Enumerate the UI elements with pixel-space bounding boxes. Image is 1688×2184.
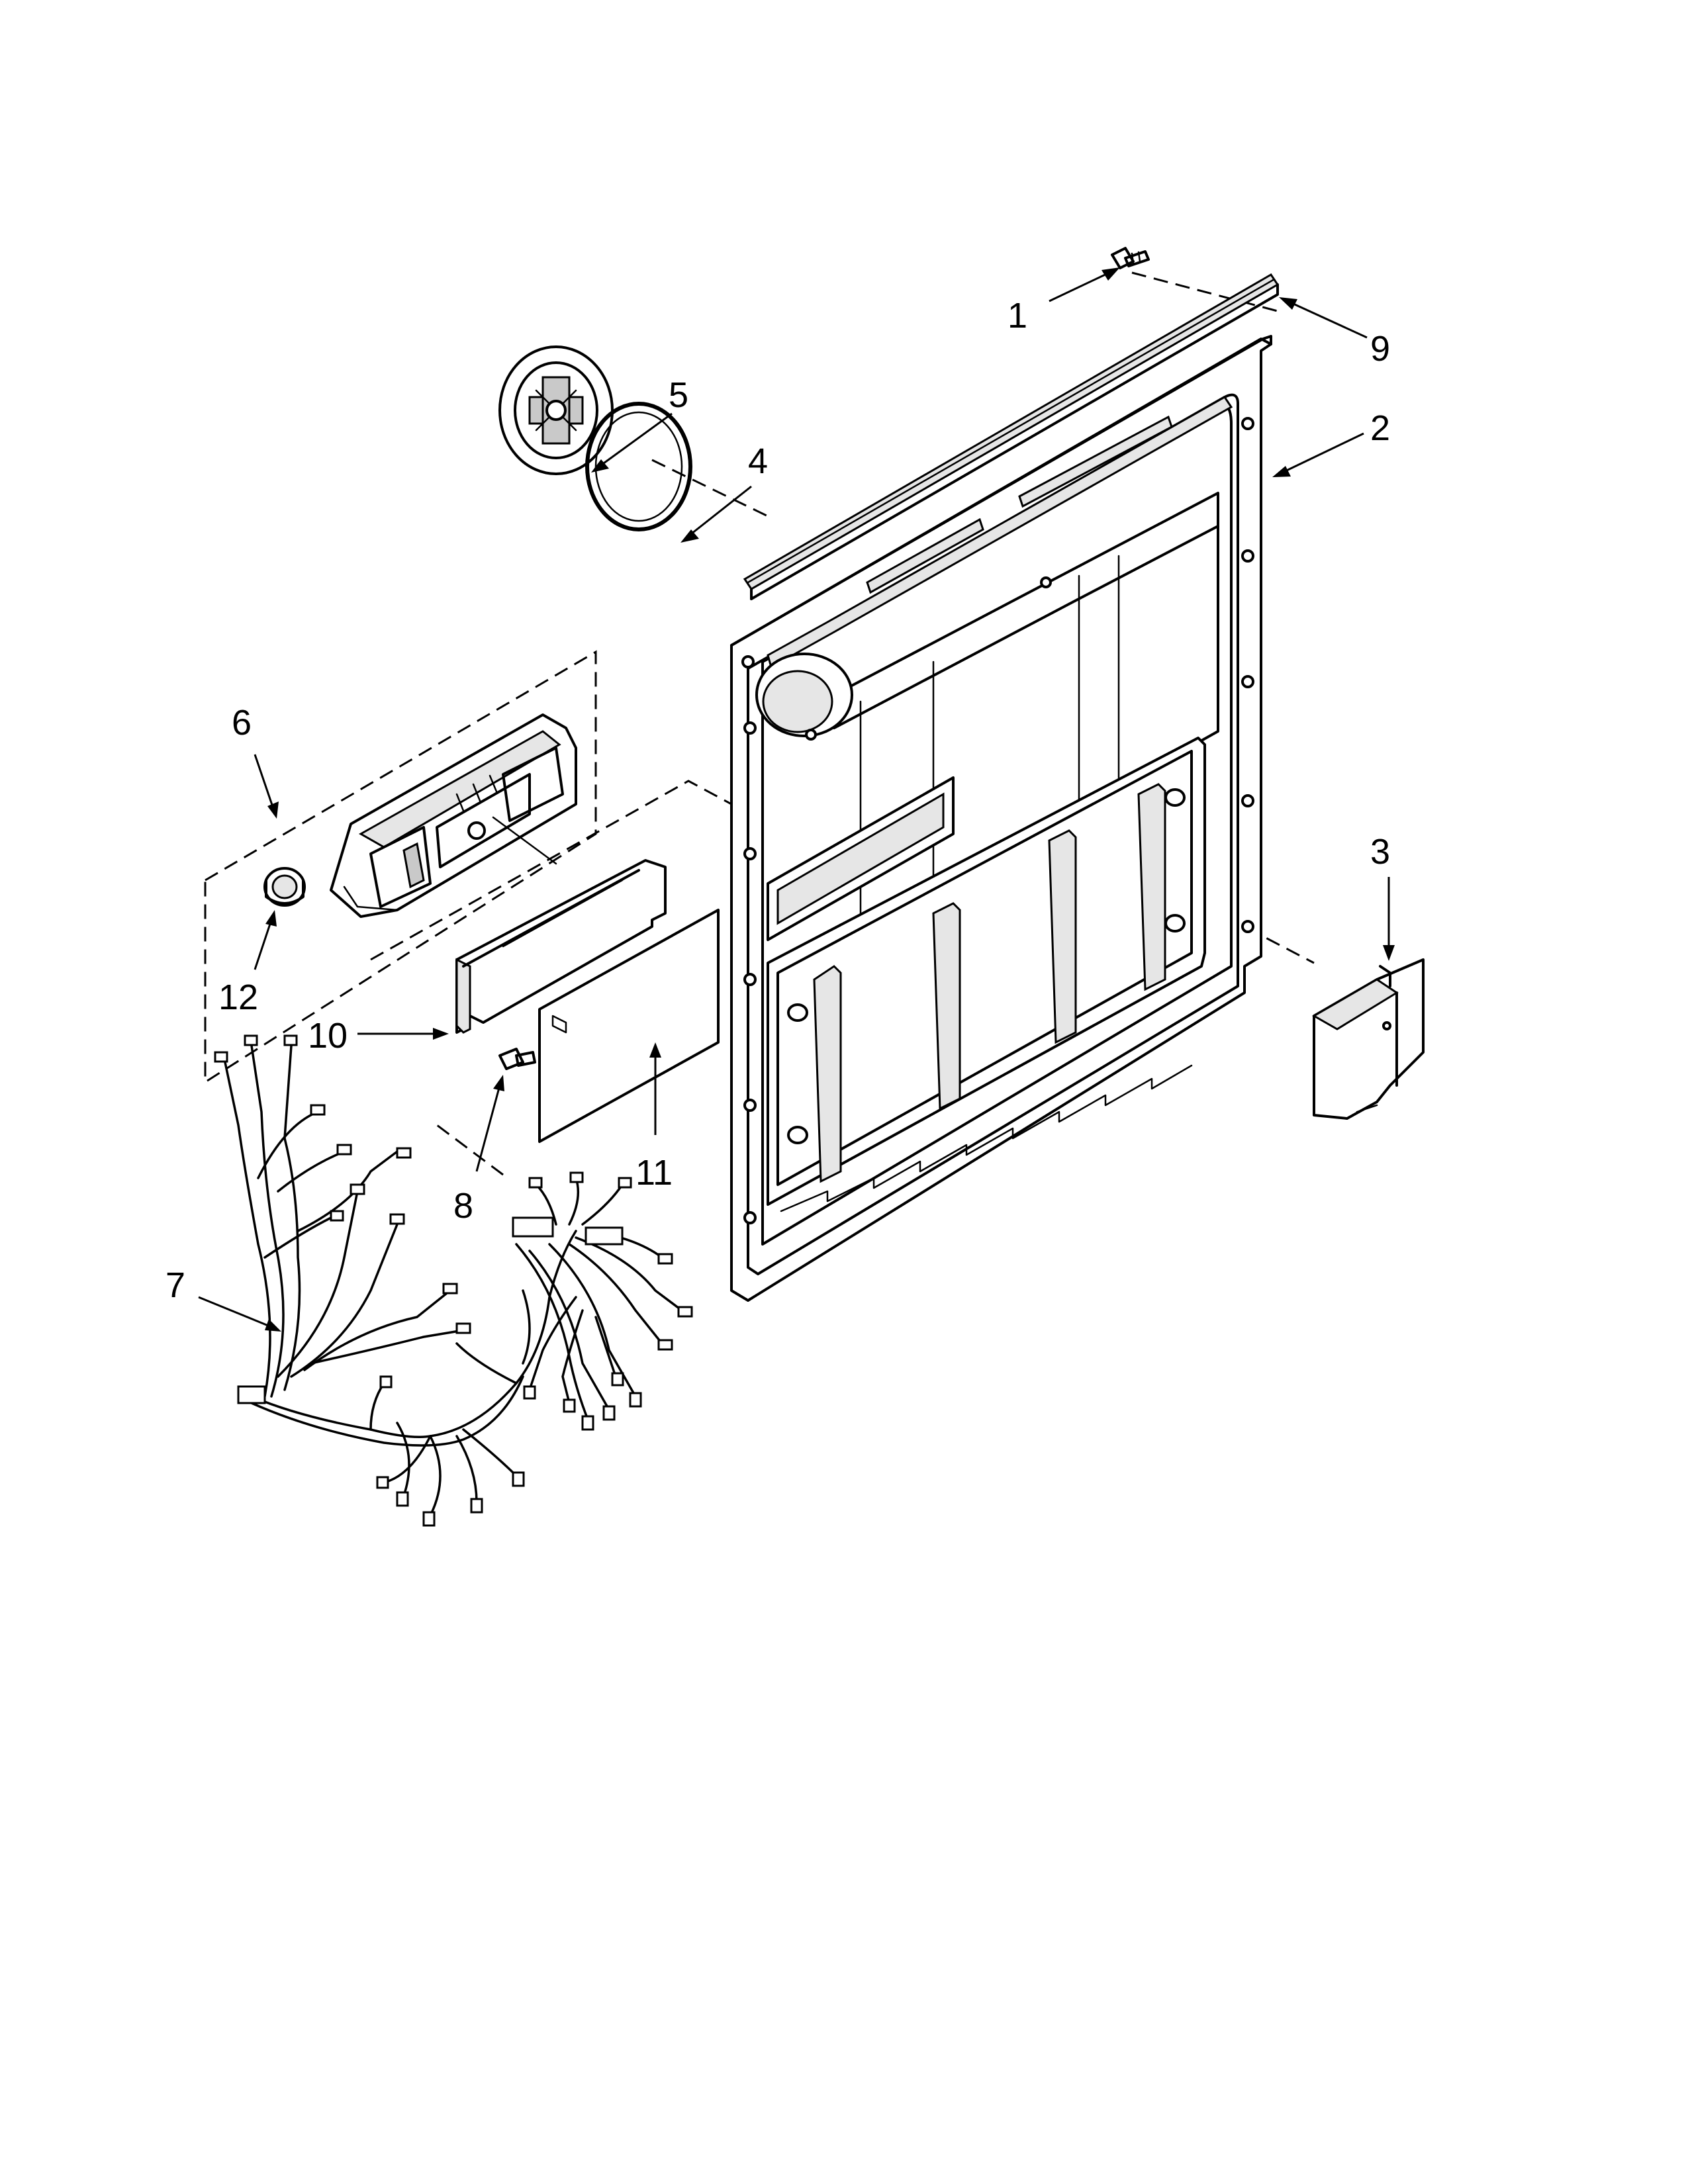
- callout-2: 2: [1370, 408, 1390, 448]
- control-board: [455, 859, 667, 1034]
- callout-4: 4: [748, 441, 768, 481]
- screw-part-1: [1111, 247, 1150, 269]
- insulation-sheet-part-11: [538, 909, 720, 1143]
- inner-door-panel: [730, 335, 1272, 1302]
- wire-harness-part-7: [214, 1034, 693, 1527]
- callout-10: 10: [308, 1016, 348, 1056]
- door-trim-strip: [743, 273, 1280, 600]
- callout-1: 1: [1008, 296, 1027, 336]
- callout-11: 11: [635, 1153, 673, 1193]
- dispenser-assembly-part-6: [204, 650, 597, 1084]
- callout-5: 5: [669, 375, 688, 415]
- knob-part-12: [263, 867, 306, 907]
- callout-3: 3: [1370, 832, 1390, 872]
- vent-part-5: [498, 345, 614, 475]
- callout-leaders: [198, 267, 1395, 1332]
- screw-part-8: [498, 1048, 536, 1070]
- callout-12: 12: [218, 978, 258, 1017]
- callout-7: 7: [165, 1265, 185, 1305]
- panel-screw-holes: [741, 417, 1254, 1224]
- callout-6: 6: [232, 703, 252, 743]
- callout-labels: 1 2 3 4 5 6 7 8 9 10 11 12: [165, 296, 1390, 1305]
- cover-part-3: [1311, 958, 1425, 1120]
- callout-9: 9: [1370, 329, 1390, 369]
- callout-8: 8: [453, 1186, 473, 1226]
